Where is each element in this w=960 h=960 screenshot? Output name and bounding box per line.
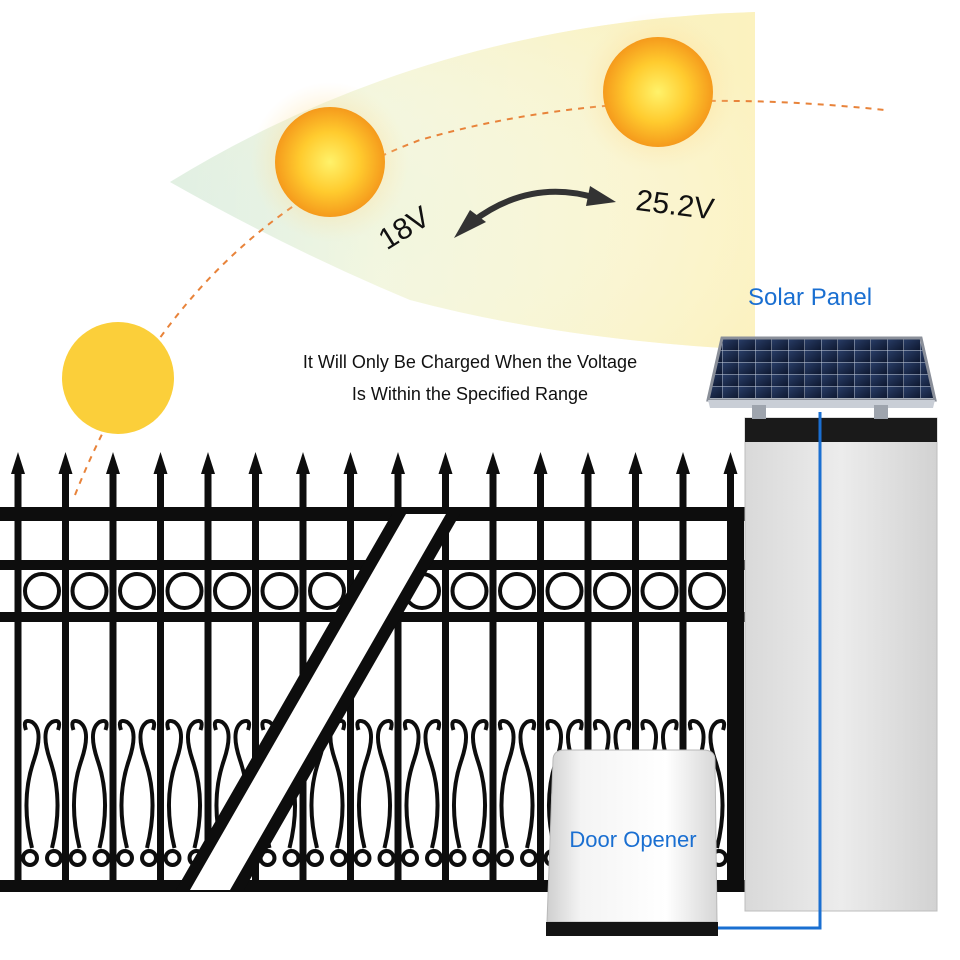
sun-high	[603, 37, 713, 147]
sun-low	[62, 322, 174, 434]
solar-panel-icon	[706, 336, 937, 419]
double-arrow-icon	[454, 186, 616, 238]
solar-panel-label: Solar Panel	[748, 284, 873, 311]
sun-mid	[275, 107, 385, 217]
charging-note-line-2: Is Within the Specified Range	[351, 384, 589, 404]
charging-note: It Will Only Be Charged When the Voltage…	[250, 346, 690, 410]
door-opener-label: Door Opener	[569, 827, 697, 852]
charging-note-line-1: It Will Only Be Charged When the Voltage	[302, 352, 638, 372]
door-opener-icon	[546, 749, 718, 936]
power-wire	[716, 412, 822, 930]
stone-pillar-icon	[744, 417, 938, 912]
